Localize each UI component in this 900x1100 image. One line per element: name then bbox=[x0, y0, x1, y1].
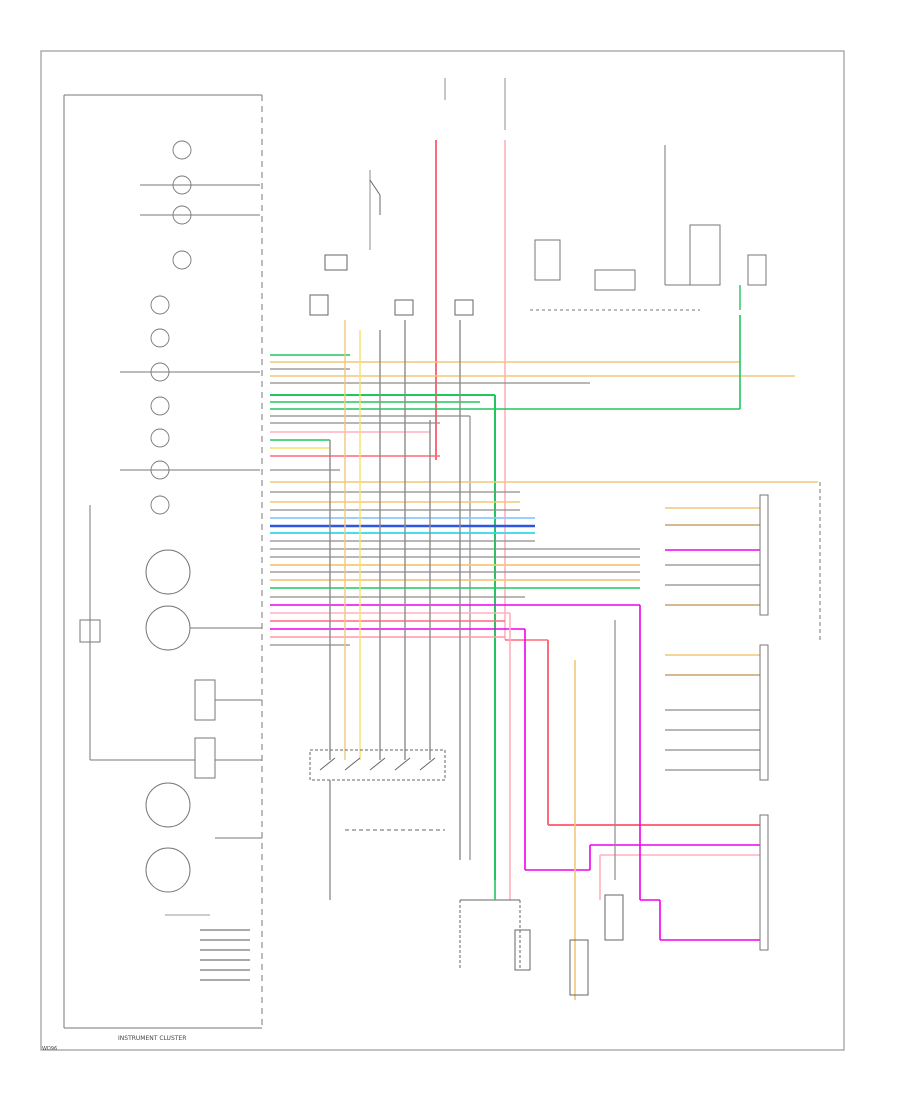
instrument-cluster-label: INSTRUMENT CLUSTER bbox=[118, 1035, 186, 1042]
right-harness-wires bbox=[505, 605, 760, 1000]
gauges bbox=[79, 505, 262, 893]
bottom-sensors bbox=[459, 880, 624, 996]
upper-right-components bbox=[530, 145, 767, 311]
ignition-switch bbox=[309, 179, 474, 316]
right-connector-boxes bbox=[759, 482, 821, 951]
diagram-border bbox=[40, 50, 845, 1051]
switch-feed-wires bbox=[329, 320, 461, 860]
cluster-modules bbox=[90, 679, 262, 839]
right-connector-stubs bbox=[665, 507, 760, 771]
indicator-lamps bbox=[120, 140, 260, 515]
corner-mark: WD96 bbox=[42, 1046, 57, 1052]
top-feed-wires bbox=[369, 78, 506, 640]
connector-bus-wires bbox=[270, 315, 818, 880]
dimmer-switch bbox=[165, 914, 250, 981]
instrument-cluster-boundary bbox=[63, 94, 263, 1029]
switch-assembly bbox=[309, 749, 446, 900]
